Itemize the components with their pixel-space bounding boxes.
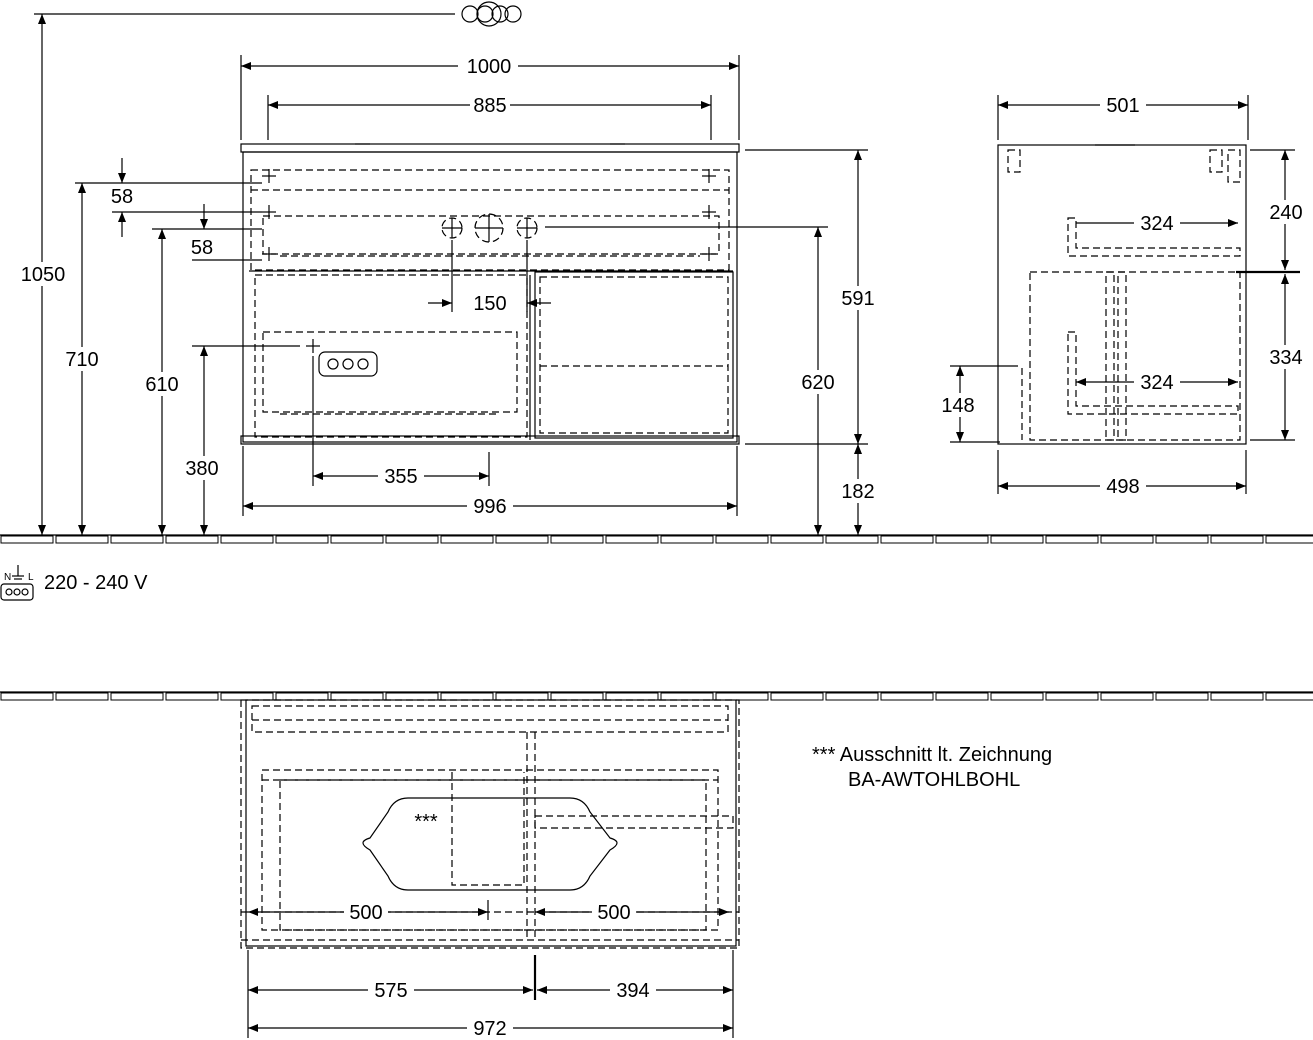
floor-tile (0, 692, 54, 701)
floor-tile (825, 535, 879, 544)
dim-150: 150 (473, 293, 506, 315)
floor-tile (275, 535, 329, 544)
front-dimensions: 1000 885 1050 58 58 710 610 380 150 355 … (8, 13, 880, 535)
floor-tile (770, 535, 824, 544)
floor-tile (715, 535, 769, 544)
dim-380: 380 (185, 458, 218, 480)
note-line-1: *** Ausschnitt lt. Zeichnung (812, 744, 1052, 766)
floor-tile (110, 535, 164, 544)
floor-tile (935, 692, 989, 701)
neutral-label: N (4, 572, 11, 583)
floor-tile (1265, 692, 1313, 701)
electrical-symbol: N L 220 - 240 V (0, 565, 148, 601)
side-dimensions: 501 324 324 240 334 148 498 (938, 93, 1306, 498)
floor-tile (440, 692, 494, 701)
cutout-marker: *** (414, 811, 438, 833)
dim-240: 240 (1269, 202, 1302, 224)
dim-1000: 1000 (467, 56, 512, 78)
floor-tile (990, 692, 1044, 701)
floor-lower (0, 691, 1313, 701)
dim-620: 620 (801, 372, 834, 394)
floor-tile (495, 535, 549, 544)
front-view (240, 143, 740, 445)
top-view: *** (240, 699, 740, 1000)
dim-148: 148 (941, 395, 974, 417)
floor-tile (110, 692, 164, 701)
basin-cutout (362, 797, 618, 891)
floor-tile (605, 692, 659, 701)
floor-tile (825, 692, 879, 701)
floor-tile (275, 692, 329, 701)
dim-58-lower: 58 (191, 237, 213, 259)
floor-tile (1045, 535, 1099, 544)
floor-tile (385, 535, 439, 544)
floor-tile (935, 535, 989, 544)
floor-tile (880, 692, 934, 701)
floor-tile (165, 692, 219, 701)
dim-501: 501 (1106, 95, 1139, 117)
dim-575: 575 (374, 980, 407, 1002)
floor-tile (1100, 692, 1154, 701)
note-line-2: BA-AWTOHLBOHL (848, 769, 1020, 791)
dim-885: 885 (473, 95, 506, 117)
cutout-note: *** Ausschnitt lt. Zeichnung BA-AWTOHLBO… (812, 744, 1052, 791)
top-dimensions: 500 500 575 394 972 (247, 900, 734, 1040)
tap-holes (441, 213, 538, 243)
floor-tile (715, 692, 769, 701)
live-label: L (28, 572, 34, 583)
dim-1050: 1050 (21, 264, 66, 286)
floor-tile (440, 535, 494, 544)
dim-324-upper: 324 (1140, 213, 1173, 235)
floor-tile (550, 692, 604, 701)
floor-tile (385, 692, 439, 701)
dim-355: 355 (384, 466, 417, 488)
floor-tile (330, 692, 384, 701)
floor-tile (1210, 692, 1264, 701)
floor-tile (220, 692, 274, 701)
floor-tile (55, 692, 109, 701)
floor-upper (0, 534, 1313, 544)
floor-tile (550, 535, 604, 544)
floor-tile (990, 535, 1044, 544)
dim-498: 498 (1106, 476, 1139, 498)
socket-icon (306, 339, 378, 377)
dim-500-left: 500 (349, 902, 382, 924)
dim-591: 591 (841, 288, 874, 310)
dim-58-upper: 58 (111, 186, 133, 208)
floor-tile (660, 535, 714, 544)
wall-symbol (34, 1, 522, 27)
floor-tile (0, 535, 54, 544)
dim-334: 334 (1269, 347, 1302, 369)
dim-996: 996 (473, 496, 506, 518)
floor-tile (1210, 535, 1264, 544)
floor-tile (770, 692, 824, 701)
voltage-label: 220 - 240 V (44, 572, 148, 594)
floor-tile (55, 535, 109, 544)
floor-tile (605, 535, 659, 544)
dim-394: 394 (616, 980, 649, 1002)
dim-710: 710 (65, 349, 98, 371)
floor-tile (1265, 535, 1313, 544)
mount-crosses (262, 169, 716, 261)
dim-500-right: 500 (597, 902, 630, 924)
dim-610: 610 (145, 374, 178, 396)
floor-tile (165, 535, 219, 544)
floor-tile (495, 692, 549, 701)
dim-324-lower: 324 (1140, 372, 1173, 394)
floor-tile (1155, 692, 1209, 701)
dim-182: 182 (841, 481, 874, 503)
floor-tile (880, 535, 934, 544)
floor-tile (220, 535, 274, 544)
floor-tile (330, 535, 384, 544)
floor-tile (1100, 535, 1154, 544)
floor-tile (1155, 535, 1209, 544)
floor-tile (1045, 692, 1099, 701)
side-view (997, 144, 1247, 445)
floor-tile (660, 692, 714, 701)
dim-972: 972 (473, 1018, 506, 1040)
